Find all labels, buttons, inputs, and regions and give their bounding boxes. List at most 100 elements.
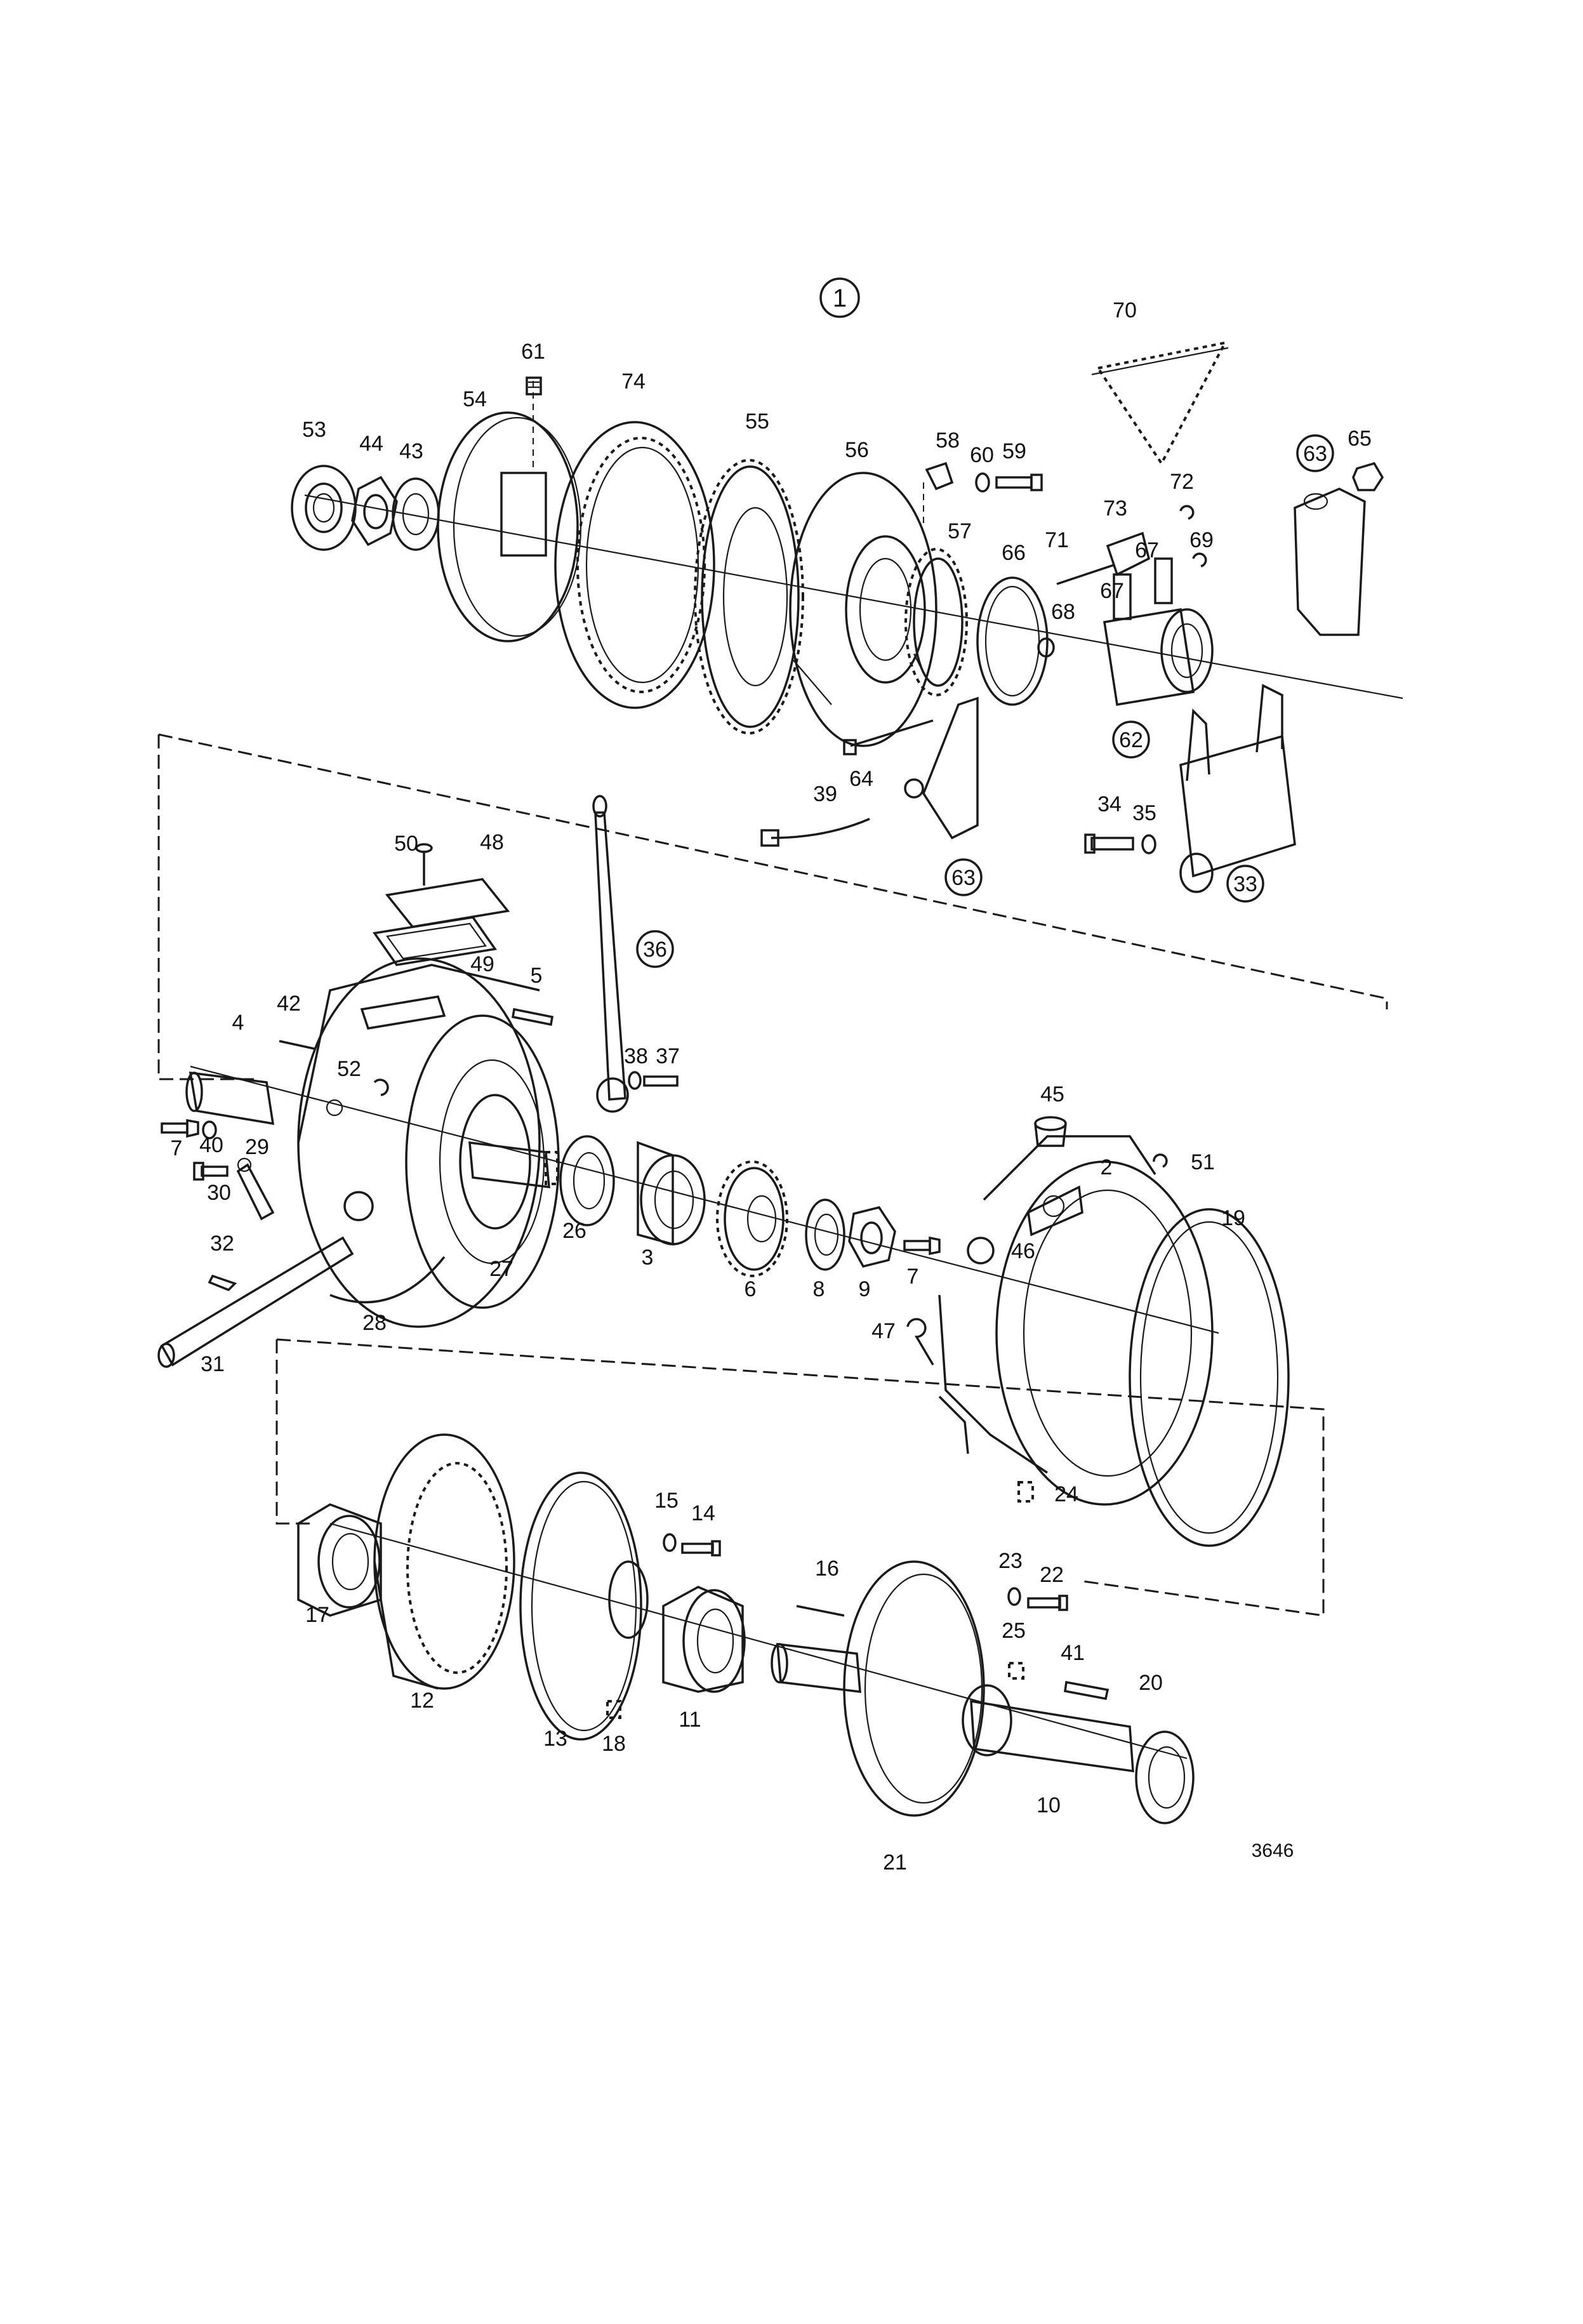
label-65: 65 [1348, 427, 1372, 451]
washer-part-35 [1141, 834, 1156, 854]
pin-part-42 [279, 1040, 315, 1050]
plug-part-18 [606, 1700, 621, 1719]
bolt-part-22 [1027, 1595, 1068, 1611]
spur-gear-part-6 [716, 1160, 788, 1277]
pin-part-68 [1037, 637, 1055, 658]
label-28: 28 [362, 1311, 387, 1335]
hose-part-39 [760, 818, 870, 847]
label-45: 45 [1040, 1082, 1064, 1106]
document-number: 3646 [1252, 1840, 1294, 1861]
lower-shaft-axis [329, 1522, 1188, 1760]
nut-part-65 [1352, 461, 1384, 491]
label-29: 29 [245, 1135, 269, 1159]
link-part-29 [236, 1157, 275, 1221]
upper-assembly-frame [157, 734, 254, 1080]
label-2: 2 [1101, 1155, 1113, 1179]
label-46: 46 [1011, 1239, 1035, 1263]
lower-assembly-frame [275, 1339, 311, 1525]
label-67: 67 [1135, 538, 1159, 562]
label-19: 19 [1221, 1206, 1245, 1230]
ring-part-66 [976, 576, 1049, 706]
upper-shaft-axis [304, 494, 1403, 700]
bleed-screw-part-7-right [903, 1236, 941, 1256]
clip-part-72 [1179, 505, 1195, 520]
label-33: 33 [1233, 872, 1257, 896]
label-47: 47 [871, 1319, 896, 1343]
release-bearing-part-62 [1103, 608, 1214, 707]
label-58: 58 [936, 428, 960, 453]
label-9: 9 [859, 1277, 871, 1301]
gear-part-55 [694, 459, 804, 734]
ball-bearing-part-53 [291, 465, 357, 551]
roller-bearing-part-11 [662, 1586, 746, 1693]
label-51: 51 [1191, 1150, 1215, 1174]
internal-gear-ring-part-74 [554, 421, 715, 709]
lever-part-73 [1106, 531, 1151, 576]
bolt-part-64 [843, 719, 934, 755]
spring-part-61 [526, 376, 542, 395]
label-74: 74 [621, 369, 646, 394]
spring-part-70 [1091, 341, 1229, 466]
label-59: 59 [1002, 439, 1026, 463]
label-16: 16 [815, 1557, 839, 1581]
label-66: 66 [1002, 541, 1026, 565]
washer-part-38 [628, 1071, 642, 1090]
group-number-badge: 1 [819, 277, 860, 318]
washer-part-23 [1007, 1587, 1021, 1606]
label-11: 11 [679, 1708, 701, 1732]
bell-housing-part-2 [938, 1135, 1214, 1506]
brake-disc-part-54 [437, 381, 582, 642]
label-38: 38 [624, 1044, 648, 1068]
label-6: 6 [745, 1277, 757, 1301]
key-part-5 [511, 1007, 554, 1026]
label-34: 34 [1097, 792, 1122, 816]
bleed-screw-part-7-left [161, 1119, 199, 1138]
label-61: 61 [521, 340, 545, 364]
label-4: 4 [232, 1011, 244, 1035]
intermediate-shaft [468, 1141, 559, 1189]
bracket-part-63-top [1294, 488, 1366, 636]
label-7: 7 [171, 1136, 183, 1160]
output-shaft-part-31 [157, 1236, 354, 1368]
bolt-part-14 [681, 1540, 721, 1557]
label-25: 25 [1002, 1619, 1026, 1643]
label-36: 36 [643, 938, 667, 962]
upper-assembly-frame-right [158, 733, 1388, 1009]
gasket-part-49 [372, 916, 498, 966]
label-43: 43 [399, 439, 423, 463]
key-part-52 [373, 1079, 389, 1096]
group-number: 1 [833, 284, 847, 312]
washer-part-43 [392, 477, 440, 551]
clip-part-47 [906, 1318, 934, 1365]
roller-bearing-part-3 [637, 1141, 706, 1246]
label-3: 3 [642, 1245, 654, 1270]
label-18: 18 [602, 1732, 626, 1756]
ring-gear-part-12 [373, 1433, 515, 1690]
label-44: 44 [359, 432, 383, 456]
label-56: 56 [845, 438, 869, 462]
end-cover-part-13 [519, 1471, 649, 1741]
label-63b: 63 [951, 866, 976, 890]
label-17: 17 [305, 1603, 329, 1627]
encircled-label-62: 62 [1112, 720, 1150, 759]
label-10: 10 [1037, 1793, 1061, 1817]
plug-part-25 [1008, 1662, 1024, 1680]
encircled-label-36: 36 [636, 930, 674, 968]
clip-part-69 [1192, 552, 1207, 568]
bolt-part-30 [193, 1162, 229, 1181]
label-52: 52 [337, 1057, 361, 1081]
label-72: 72 [1170, 470, 1194, 494]
label-20: 20 [1139, 1671, 1163, 1695]
label-26: 26 [562, 1219, 586, 1243]
label-63: 63 [1303, 442, 1327, 466]
label-7b: 7 [907, 1265, 919, 1289]
label-23: 23 [998, 1549, 1023, 1573]
label-39: 39 [813, 782, 837, 806]
screw-part-59 [995, 474, 1043, 491]
label-27: 27 [489, 1257, 513, 1281]
label-30: 30 [207, 1181, 231, 1205]
label-67b: 67 [1100, 579, 1124, 603]
lower-assembly-frame-right [276, 1338, 1325, 1617]
ball-bearing-part-17 [297, 1503, 382, 1617]
